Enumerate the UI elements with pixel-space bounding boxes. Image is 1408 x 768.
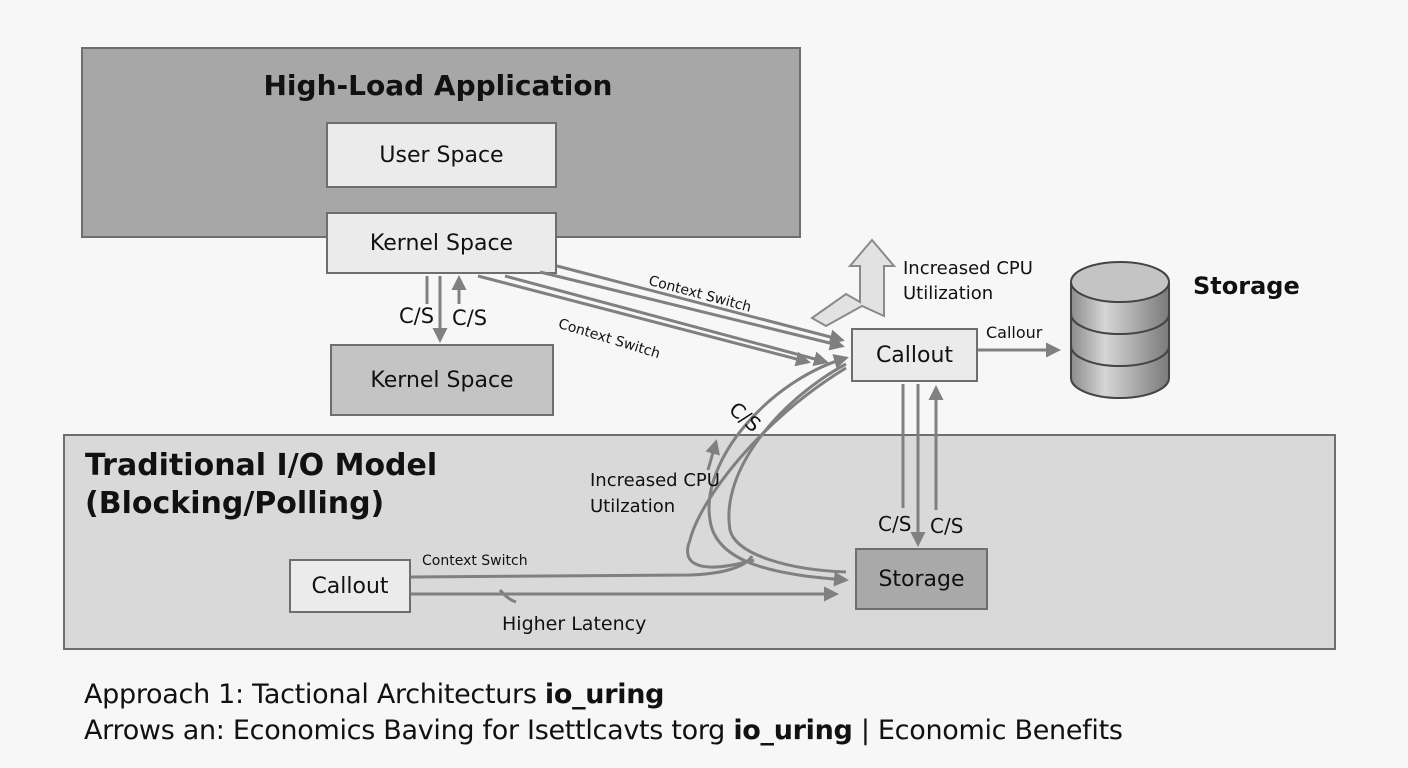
context-switch-label-2: Context Switch [556, 316, 662, 363]
traditional-callout-label: Callout [311, 573, 389, 599]
kernel-space-top-box: Kernel Space [326, 212, 557, 274]
cs-left-label-1: C/S [399, 304, 435, 328]
increased-cpu-bottom-line1: Increased CPU [590, 470, 720, 491]
callout-arrow-label: Callour [986, 323, 1043, 342]
high-load-application-title: High-Load Application [263, 69, 613, 102]
increased-cpu-bottom-line2: Utilzation [590, 496, 676, 517]
caption-line-1-bold: io_uring [544, 679, 665, 710]
storage-cylinder-label: Storage [1193, 272, 1300, 300]
cs-right-label-2: C/S [930, 514, 964, 538]
user-space-box: User Space [326, 122, 557, 188]
context-switch-label-1: Context Switch [646, 273, 753, 316]
traditional-storage-box: Storage [855, 548, 988, 610]
cs-right-label-1: C/S [878, 512, 912, 536]
traditional-context-switch-label: Context Switch [422, 553, 528, 569]
storage-cylinder-icon [1070, 261, 1170, 399]
cs-left-label-2: C/S [452, 306, 488, 330]
caption-line-2-text: Arrows an: Economics Baving for Isettlca… [84, 715, 734, 746]
increased-cpu-up-arrow-icon [810, 238, 897, 328]
right-callout-label: Callout [875, 342, 954, 368]
traditional-io-title-line1: Traditional I/O Model [85, 448, 438, 483]
cs-diagonal-label: C/S [724, 397, 766, 437]
increased-cpu-right-line2: Utilization [903, 283, 994, 304]
traditional-io-title-line2: (Blocking/Polling) [85, 486, 385, 521]
traditional-callout-box: Callout [289, 559, 411, 613]
traditional-storage-label: Storage [878, 566, 965, 592]
right-callout-box: Callout [851, 328, 978, 382]
kernel-space-lower-box: Kernel Space [330, 344, 554, 416]
caption-line-2: Arrows an: Economics Baving for Isettlca… [84, 715, 1123, 746]
caption-line-1: Approach 1: Tactional Architecturs io_ur… [84, 679, 664, 710]
user-space-label: User Space [379, 142, 504, 168]
higher-latency-label: Higher Latency [502, 613, 647, 635]
caption-line-1-text: Approach 1: Tactional Architecturs [84, 679, 545, 710]
caption-line-2-tail: | Economic Benefits [852, 715, 1123, 746]
caption-line-2-bold: io_uring [733, 715, 853, 746]
high-load-application-panel: High-Load Application [81, 47, 801, 238]
increased-cpu-right-line1: Increased CPU [903, 258, 1033, 279]
kernel-space-top-label: Kernel Space [369, 230, 514, 256]
kernel-space-lower-label: Kernel Space [370, 367, 514, 393]
